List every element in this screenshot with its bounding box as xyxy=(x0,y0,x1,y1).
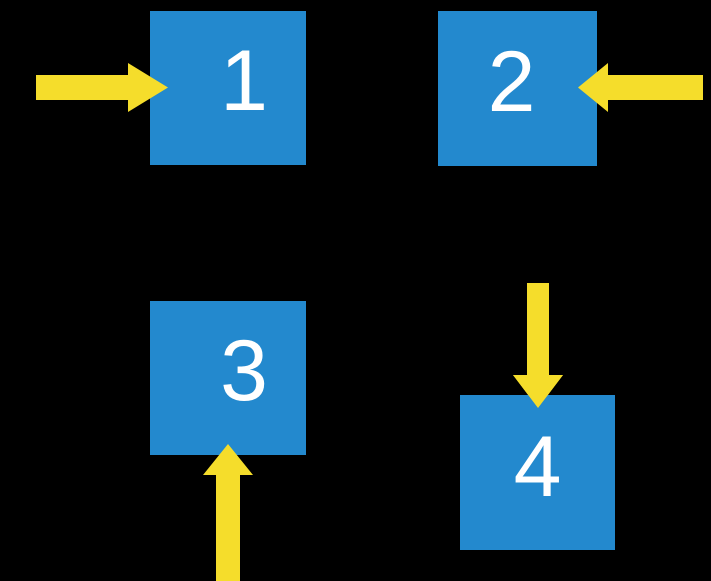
arrow-right-icon xyxy=(36,63,168,112)
arrow-right-into-node-1 xyxy=(36,63,168,112)
arrow-up-into-node-3 xyxy=(203,444,253,581)
arrow-left-icon xyxy=(578,63,703,112)
arrow-up-icon xyxy=(203,444,253,581)
arrow-down-into-node-4-tip xyxy=(513,375,563,408)
arrow-down-tip-icon xyxy=(513,375,563,408)
arrow-left-into-node-2 xyxy=(578,63,703,112)
arrow-down-tip-shape xyxy=(513,375,563,408)
arrow-right-shape xyxy=(36,63,168,112)
node-label-2: 2 xyxy=(487,33,536,130)
node-box-4[interactable]: 4 xyxy=(460,395,615,550)
node-box-1[interactable]: 1 xyxy=(150,11,306,165)
node-label-3: 3 xyxy=(220,323,268,419)
arrow-up-shape xyxy=(203,444,253,581)
node-box-3[interactable]: 3 xyxy=(150,301,306,455)
node-label-1: 1 xyxy=(220,33,268,129)
node-box-2[interactable]: 2 xyxy=(438,11,597,166)
arrow-left-shape xyxy=(578,63,703,112)
node-label-4: 4 xyxy=(513,418,562,515)
